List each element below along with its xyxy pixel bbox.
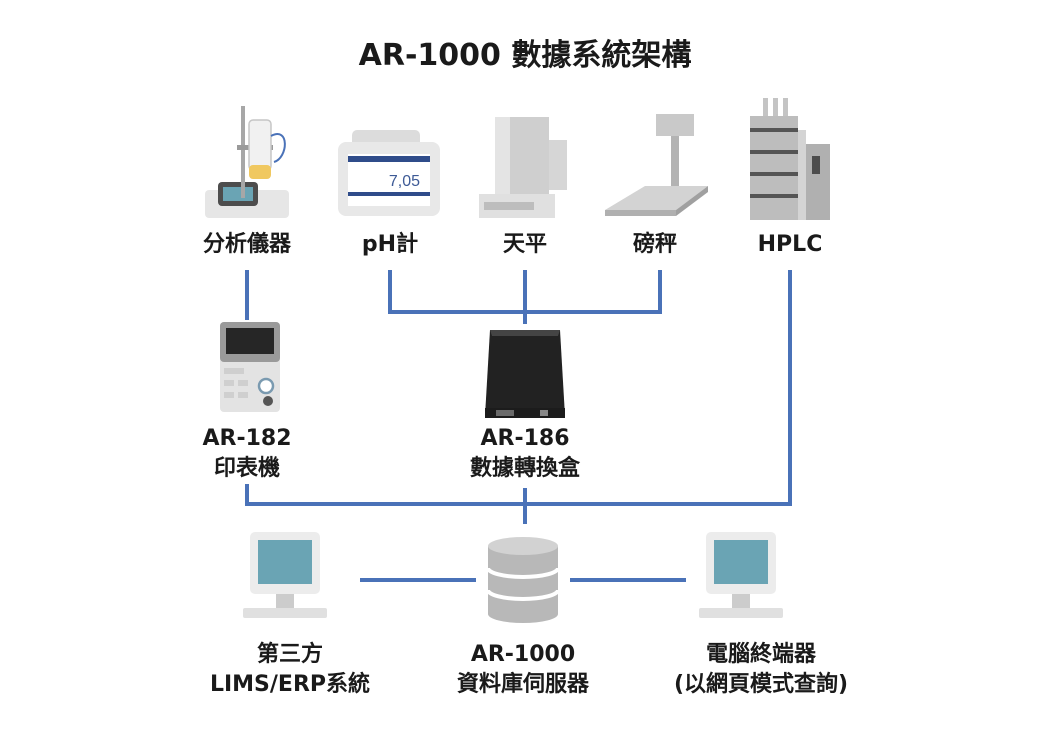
hplc-icon xyxy=(750,98,830,220)
label-server: AR-1000 資料庫伺服器 xyxy=(413,640,633,700)
label-terminal: 電腦終端器 (以網頁模式查詢) xyxy=(636,640,886,700)
ph-display-reading: 7,05 xyxy=(389,173,420,190)
monitor-icon-terminal xyxy=(699,532,783,618)
label-balance: 天平 xyxy=(502,232,547,257)
ph-meter-icon: 7,05 xyxy=(338,130,440,216)
analyzer-icon xyxy=(205,106,289,218)
terminal-line2: (以網頁模式查詢) xyxy=(673,672,849,697)
server-model: AR-1000 xyxy=(470,642,576,667)
printer-icon xyxy=(220,322,280,412)
lims-line2: LIMS/ERP系統 xyxy=(209,672,371,697)
printer-name: 印表機 xyxy=(213,456,280,481)
label-lims: 第三方 LIMS/ERP系統 xyxy=(180,640,400,700)
balance-icon xyxy=(479,117,567,218)
connector-hplc-bus xyxy=(245,270,792,506)
database-icon xyxy=(486,537,560,623)
page-title: AR-1000 數據系統架構 xyxy=(358,38,692,73)
scale-icon xyxy=(605,114,708,216)
server-name: 資料庫伺服器 xyxy=(456,672,589,697)
label-ph-meter: pH計 xyxy=(361,232,419,257)
connector-lines xyxy=(245,270,792,582)
lims-line1: 第三方 xyxy=(256,642,323,667)
label-scale: 磅秤 xyxy=(632,232,677,257)
label-printer: AR-182 印表機 xyxy=(157,424,337,484)
label-converter: AR-186 數據轉換盒 xyxy=(425,424,625,484)
terminal-line1: 電腦終端器 xyxy=(705,642,816,667)
printer-model: AR-182 xyxy=(202,426,292,451)
converter-box-icon xyxy=(485,330,565,418)
monitor-icon-lims xyxy=(243,532,327,618)
label-hplc: HPLC xyxy=(757,232,823,257)
label-analyzer: 分析儀器 xyxy=(202,232,291,257)
converter-model: AR-186 xyxy=(480,426,570,451)
converter-name: 數據轉換盒 xyxy=(469,456,580,481)
